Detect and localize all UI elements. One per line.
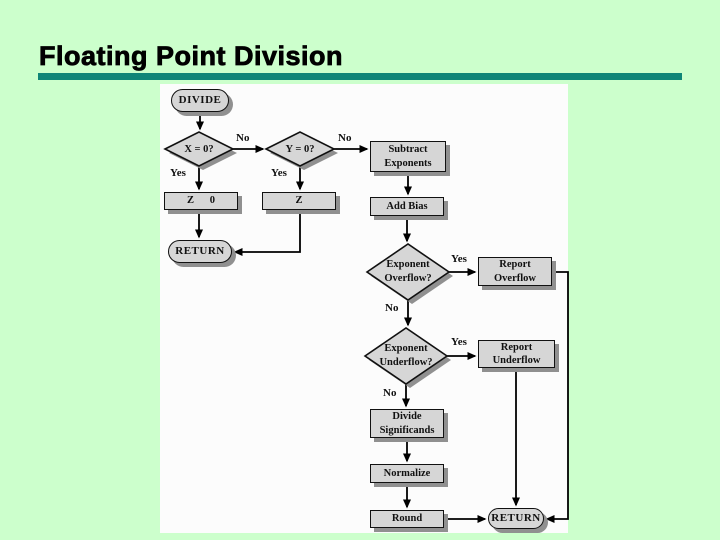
return-right-terminal: RETURN	[488, 508, 544, 529]
y-check-diamond	[264, 131, 336, 167]
subtract-exponents-box: Subtract Exponents	[370, 141, 446, 172]
report-underflow-box: Report Underflow	[478, 340, 555, 368]
page-title: Floating Point Division	[39, 41, 343, 72]
x-check-diamond	[163, 131, 235, 167]
exponent-underflow-label: Exponent Underflow?	[379, 343, 433, 368]
edge-label-overflow-no: No	[385, 302, 399, 314]
exponent-overflow-label: Exponent Overflow?	[384, 259, 432, 284]
normalize-box: Normalize	[370, 464, 444, 483]
edge-label-overflow-yes: Yes	[451, 253, 467, 265]
edge-label-x-no: No	[236, 132, 250, 144]
round-box: Round	[370, 510, 444, 528]
edge-label-underflow-yes: Yes	[451, 336, 467, 348]
exponent-underflow-diamond	[363, 327, 449, 385]
edge-reportoverflow-returnright	[545, 271, 569, 523]
divide-significands-box: Divide Significands	[370, 409, 444, 438]
z-assign-infinity-box: Z	[262, 192, 336, 210]
report-overflow-box: Report Overflow	[478, 257, 552, 286]
flowchart-canvas	[160, 84, 568, 533]
z-assign-zero-box: Z 0	[164, 192, 238, 210]
title-underline-bar	[38, 73, 682, 80]
add-bias-box: Add Bias	[370, 197, 444, 216]
exponent-overflow-diamond	[365, 243, 451, 301]
edge-label-y-no: No	[338, 132, 352, 144]
start-terminal: DIVIDE	[171, 89, 229, 112]
x-check-label: X = 0?	[184, 144, 214, 155]
edge-label-underflow-no: No	[383, 387, 397, 399]
edge-zinf-returnleft	[233, 210, 301, 256]
edge-label-x-yes: Yes	[170, 167, 186, 179]
y-check-label: Y = 0?	[285, 144, 315, 155]
decision-diamonds	[163, 131, 453, 388]
return-left-terminal: RETURN	[168, 240, 232, 263]
edge-label-y-yes: Yes	[271, 167, 287, 179]
